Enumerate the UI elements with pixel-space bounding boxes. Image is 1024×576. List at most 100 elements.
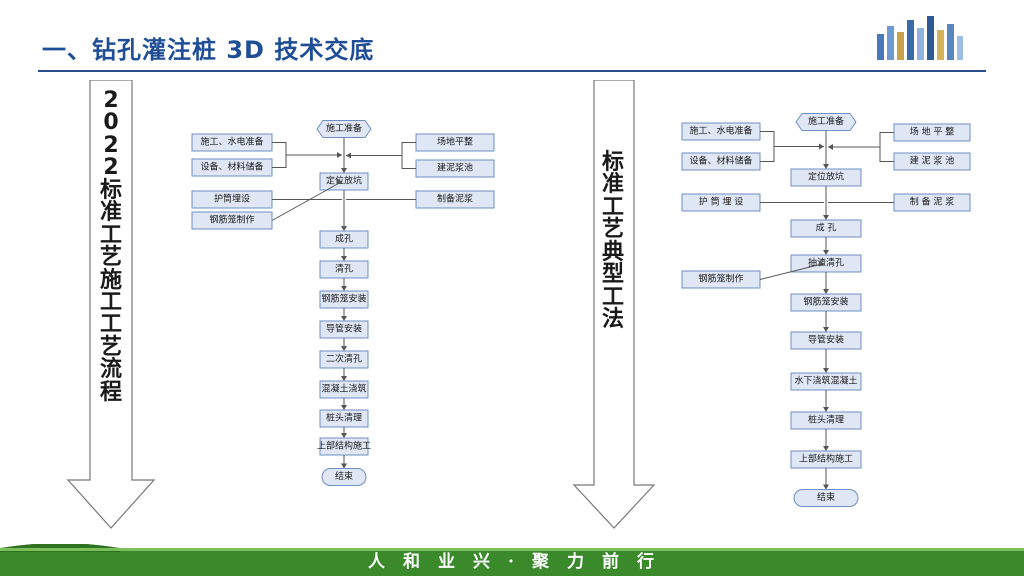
flow-arrow — [341, 376, 347, 381]
process-box-label: 混凝土浇筑 — [321, 383, 366, 395]
process-box-label: 桩头清理 — [326, 412, 362, 424]
page-title: 一、钻孔灌注桩 3D 技术交底 — [42, 36, 375, 64]
left-banner-char: 2 — [103, 132, 119, 158]
input-box-right-label: 建泥浆池 — [437, 162, 473, 174]
flow-arrow — [823, 327, 829, 332]
process-box-label: 上部结构施工 — [317, 440, 371, 452]
input-box-right-label: 制备泥浆 — [437, 193, 473, 205]
flow-arrow — [341, 286, 347, 291]
right-bracket — [879, 132, 894, 162]
cage-feed-arrow — [337, 178, 342, 185]
left-flowchart: 施工准备施工、水电准备设备、材料储备护筒埋设钢筋笼制作场地平整建泥浆池制备泥浆定… — [191, 120, 495, 486]
flow-arrow — [341, 463, 347, 469]
process-box-label: 二次清孔 — [326, 353, 362, 365]
right-banner-char: 工 — [601, 284, 624, 310]
flow-arrow — [823, 164, 829, 169]
right-banner-char: 工 — [601, 194, 624, 220]
left-banner-char: 2 — [103, 88, 119, 113]
end-node-label: 结束 — [335, 470, 353, 482]
input-box-left-label: 护 筒 埋 设 — [699, 196, 744, 208]
process-box-label: 成孔 — [335, 233, 353, 245]
flow-arrow — [341, 226, 347, 231]
start-node-label: 施工准备 — [808, 115, 844, 127]
flow-arrow — [823, 289, 829, 294]
process-box-label: 清孔 — [335, 263, 353, 275]
right-banner-char: 准 — [601, 172, 624, 198]
left-banner-char: 工 — [99, 289, 122, 315]
left-bracket — [760, 131, 775, 162]
flow-arrow — [341, 316, 347, 321]
left-vertical-arrow — [66, 80, 156, 529]
process-box-label: 上部结构施工 — [799, 453, 853, 465]
company-logo — [877, 16, 963, 60]
right-banner-char: 型 — [601, 262, 624, 288]
left-banner-char: 程 — [99, 379, 122, 405]
input-box-left-label: 施工、水电准备 — [200, 136, 263, 148]
input-box-right-label: 场地平整 — [437, 136, 473, 148]
flow-arrow — [341, 256, 347, 261]
cage-feed — [759, 263, 825, 280]
flow-arrow — [823, 215, 829, 220]
left-banner-char: 艺 — [99, 245, 122, 271]
process-box-label: 桩头清理 — [808, 414, 844, 426]
left-banner-char: 2 — [103, 155, 119, 181]
left-join-arrow — [819, 143, 824, 150]
flow-arrow — [823, 250, 829, 255]
left-banner-char: 标 — [99, 177, 122, 203]
end-node — [793, 489, 859, 507]
right-bracket — [401, 142, 416, 169]
flow-arrow — [341, 405, 347, 410]
start-node — [795, 113, 857, 131]
title-divider — [38, 70, 986, 72]
flow-arrow — [341, 433, 347, 438]
left-banner-char: 流 — [99, 357, 122, 383]
process-box-label: 成 孔 — [816, 222, 837, 234]
cage-feed — [271, 181, 343, 221]
cage-feed-arrow — [819, 260, 824, 267]
right-banner-text: 标准工艺典型工法 — [592, 150, 634, 333]
footer-slogan: 人和业兴·聚力前行 — [368, 552, 672, 572]
right-banner-char: 典 — [601, 239, 624, 265]
input-box-right-label: 制 备 泥 浆 — [910, 196, 955, 208]
left-banner-char: 工 — [99, 312, 122, 338]
start-node-label: 施工准备 — [326, 122, 362, 134]
right-banner-char: 法 — [601, 307, 624, 333]
left-join-arrow — [337, 152, 342, 158]
left-bracket — [272, 142, 287, 168]
process-box-label: 导管安装 — [326, 323, 362, 335]
start-node — [316, 120, 372, 138]
right-vertical-arrow — [572, 80, 656, 529]
process-box-label: 钢筋笼安装 — [321, 293, 366, 305]
input-box-left-label: 设备、材料储备 — [200, 161, 263, 173]
process-box-label: 水下浇筑混凝土 — [794, 375, 857, 387]
end-node-label: 结束 — [817, 491, 835, 503]
right-banner-char: 标 — [601, 150, 624, 175]
left-banner-char: 艺 — [99, 334, 122, 360]
flow-arrow — [823, 484, 829, 490]
right-join-arrow — [346, 152, 351, 159]
right-join-arrow — [828, 144, 833, 150]
process-box-label: 导管安装 — [808, 334, 844, 346]
process-box-label: 抽渣清孔 — [808, 257, 844, 269]
process-box-label: 钢筋笼安装 — [803, 296, 848, 308]
left-banner-char: 0 — [103, 110, 119, 136]
input-box-right-label: 建 泥 浆 池 — [910, 155, 955, 167]
input-box-left-label: 钢筋笼制作 — [209, 214, 254, 226]
process-box-label: 定位放坑 — [808, 171, 844, 183]
input-box-left-label: 施工、水电准备 — [689, 125, 752, 137]
end-node — [321, 468, 367, 486]
left-banner-char: 施 — [99, 267, 122, 293]
left-banner-char: 准 — [99, 200, 122, 226]
flow-arrow — [341, 346, 347, 351]
flow-arrow — [823, 368, 829, 373]
flow-arrow — [341, 168, 347, 173]
input-box-left-label: 钢筋笼制作 — [698, 273, 743, 285]
process-box-label: 定位放坑 — [326, 175, 362, 187]
input-box-left-label: 设备、材料储备 — [689, 155, 752, 167]
footer-band — [0, 544, 1024, 576]
flow-arrow — [823, 446, 829, 451]
flow-arrow — [823, 407, 829, 412]
input-box-right-label: 场 地 平 整 — [910, 126, 955, 138]
